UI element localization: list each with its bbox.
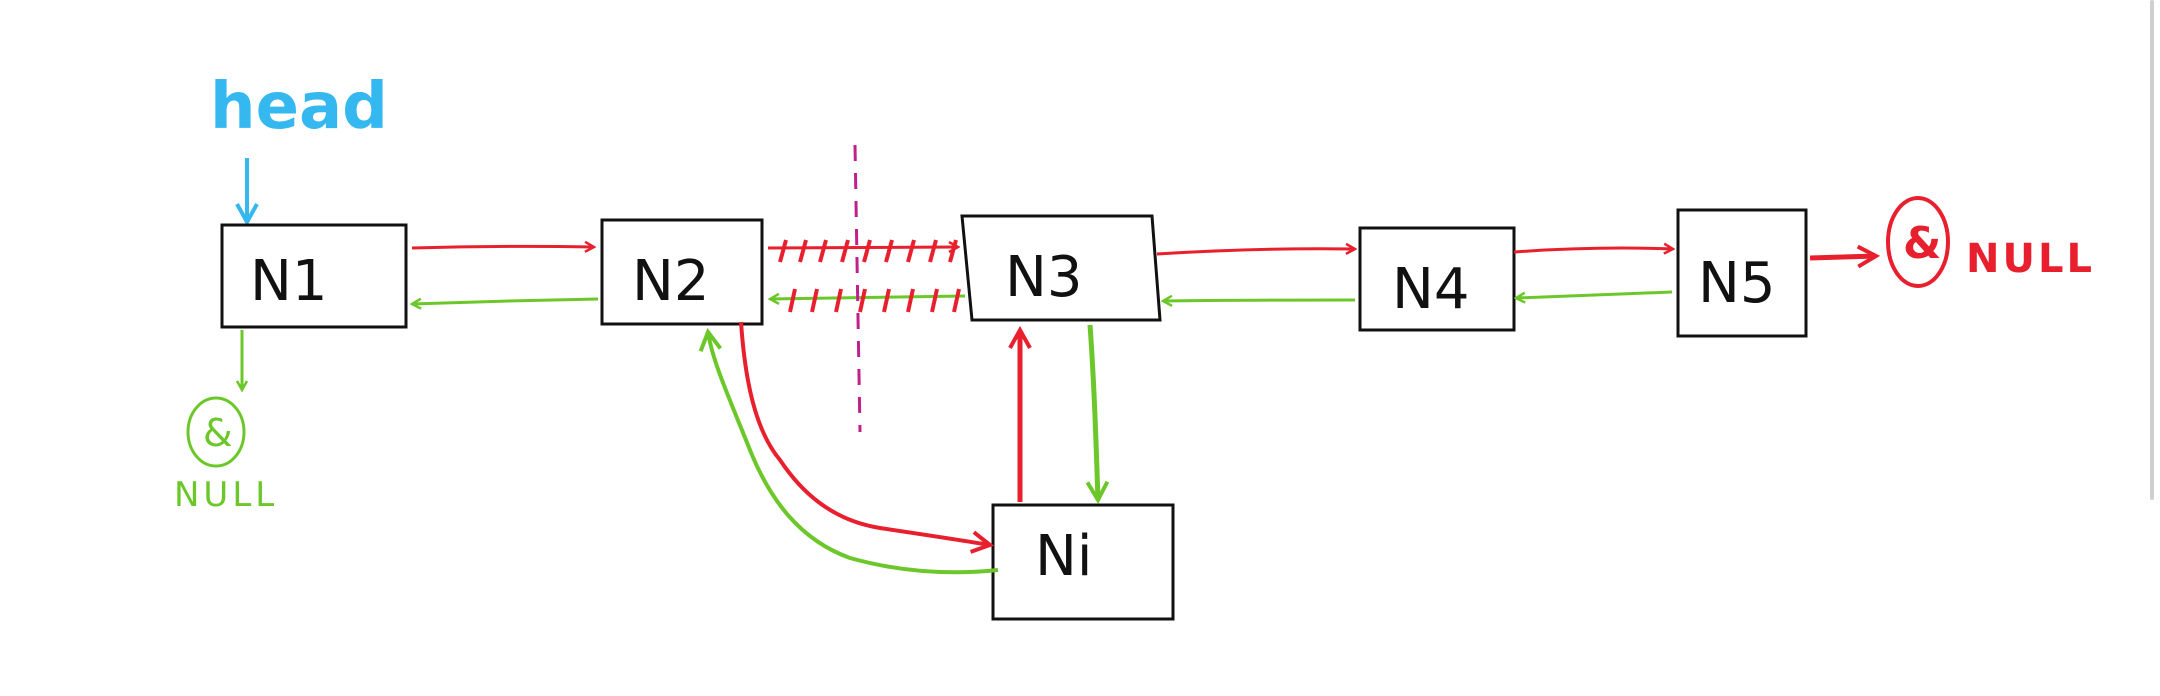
prev-arrow-n2-n1 (412, 297, 599, 304)
vertical-scrollbar[interactable] (2150, 0, 2154, 500)
null-label-left: NULL (174, 475, 278, 515)
node-n3: N3 (960, 214, 1162, 322)
next-arrow-n2-ni (739, 321, 990, 545)
split-divider-line (853, 144, 862, 433)
removed-next-link-n2-n3 (767, 239, 958, 263)
next-arrow-n5-null (1809, 256, 1876, 258)
null-symbol-left: & (186, 396, 246, 468)
prev-arrow-n5-n4 (1516, 290, 1673, 298)
node-n2: N2 (600, 218, 764, 326)
node-n2-label: N2 (632, 249, 710, 314)
node-n1-label: N1 (250, 249, 328, 314)
svg-text:&: & (1903, 218, 1941, 269)
next-arrow-n4-n5 (1513, 248, 1673, 252)
node-n5-label: N5 (1698, 251, 1776, 316)
prev-arrow-n4-n3 (1163, 300, 1356, 301)
head-label: head (210, 70, 388, 144)
null-symbol-right: & (1886, 196, 1950, 288)
node-n3-label: N3 (1005, 245, 1083, 310)
node-n1: N1 (220, 223, 408, 329)
removed-prev-link-n3-n2 (770, 288, 966, 313)
prev-arrow-ni-n2 (708, 332, 999, 575)
node-n4: N4 (1358, 226, 1516, 332)
node-ni-label: Ni (1035, 524, 1092, 589)
node-ni: Ni (991, 503, 1175, 621)
node-n5: N5 (1676, 208, 1808, 338)
next-arrow-n3-n4 (1156, 249, 1355, 256)
node-n4-label: N4 (1392, 257, 1470, 322)
prev-arrow-n3-ni (1090, 324, 1098, 500)
null-label-right: NULL (1966, 236, 2095, 282)
svg-text:&: & (203, 411, 233, 455)
next-arrow-n1-n2 (411, 246, 594, 248)
